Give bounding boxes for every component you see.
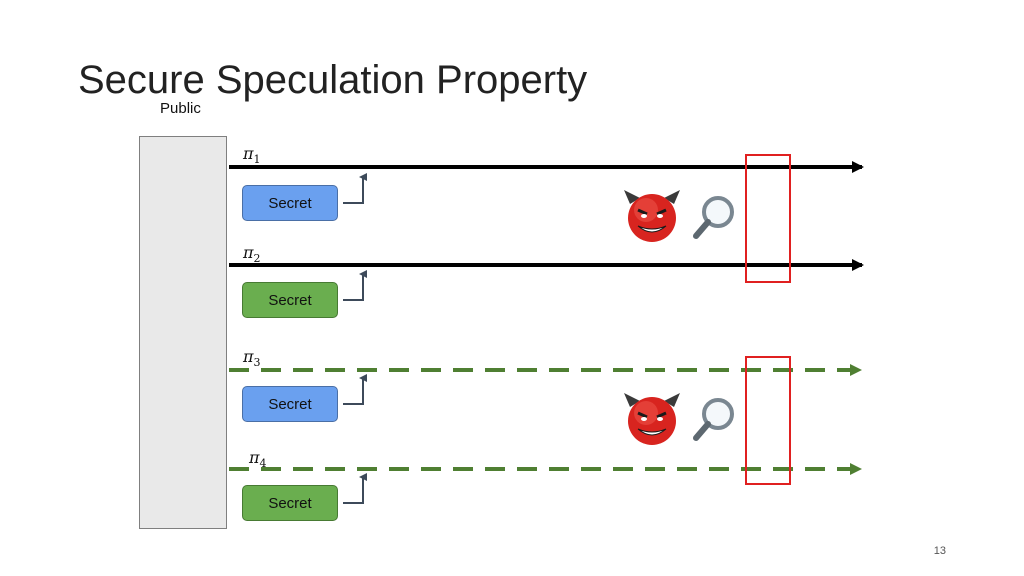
secret-arrow-3 [343,374,367,405]
magnifier-icon [693,398,734,441]
devil-icon [624,393,680,445]
secret-box-1: Secret [242,185,338,221]
observation-box-top [745,154,791,283]
page-number: 13 [933,545,946,557]
secret-arrow-2 [343,270,367,301]
public-label: Public [160,100,201,117]
secret-arrow-4 [343,473,367,504]
secret-arrow-1 [343,173,367,204]
slide-title: Secure Speculation Property [78,58,588,102]
secret-box-4: Secret [242,485,338,521]
public-box [139,136,227,529]
observation-box-bottom [745,356,791,485]
path-label-2: π2 [243,243,261,266]
magnifier-icon [693,196,734,239]
secret-box-2: Secret [242,282,338,318]
path-label-4: π4 [249,448,267,471]
path-label-3: π3 [243,347,261,370]
devil-icon [624,190,680,242]
secret-box-3: Secret [242,386,338,422]
path-label-1: π1 [243,144,261,167]
